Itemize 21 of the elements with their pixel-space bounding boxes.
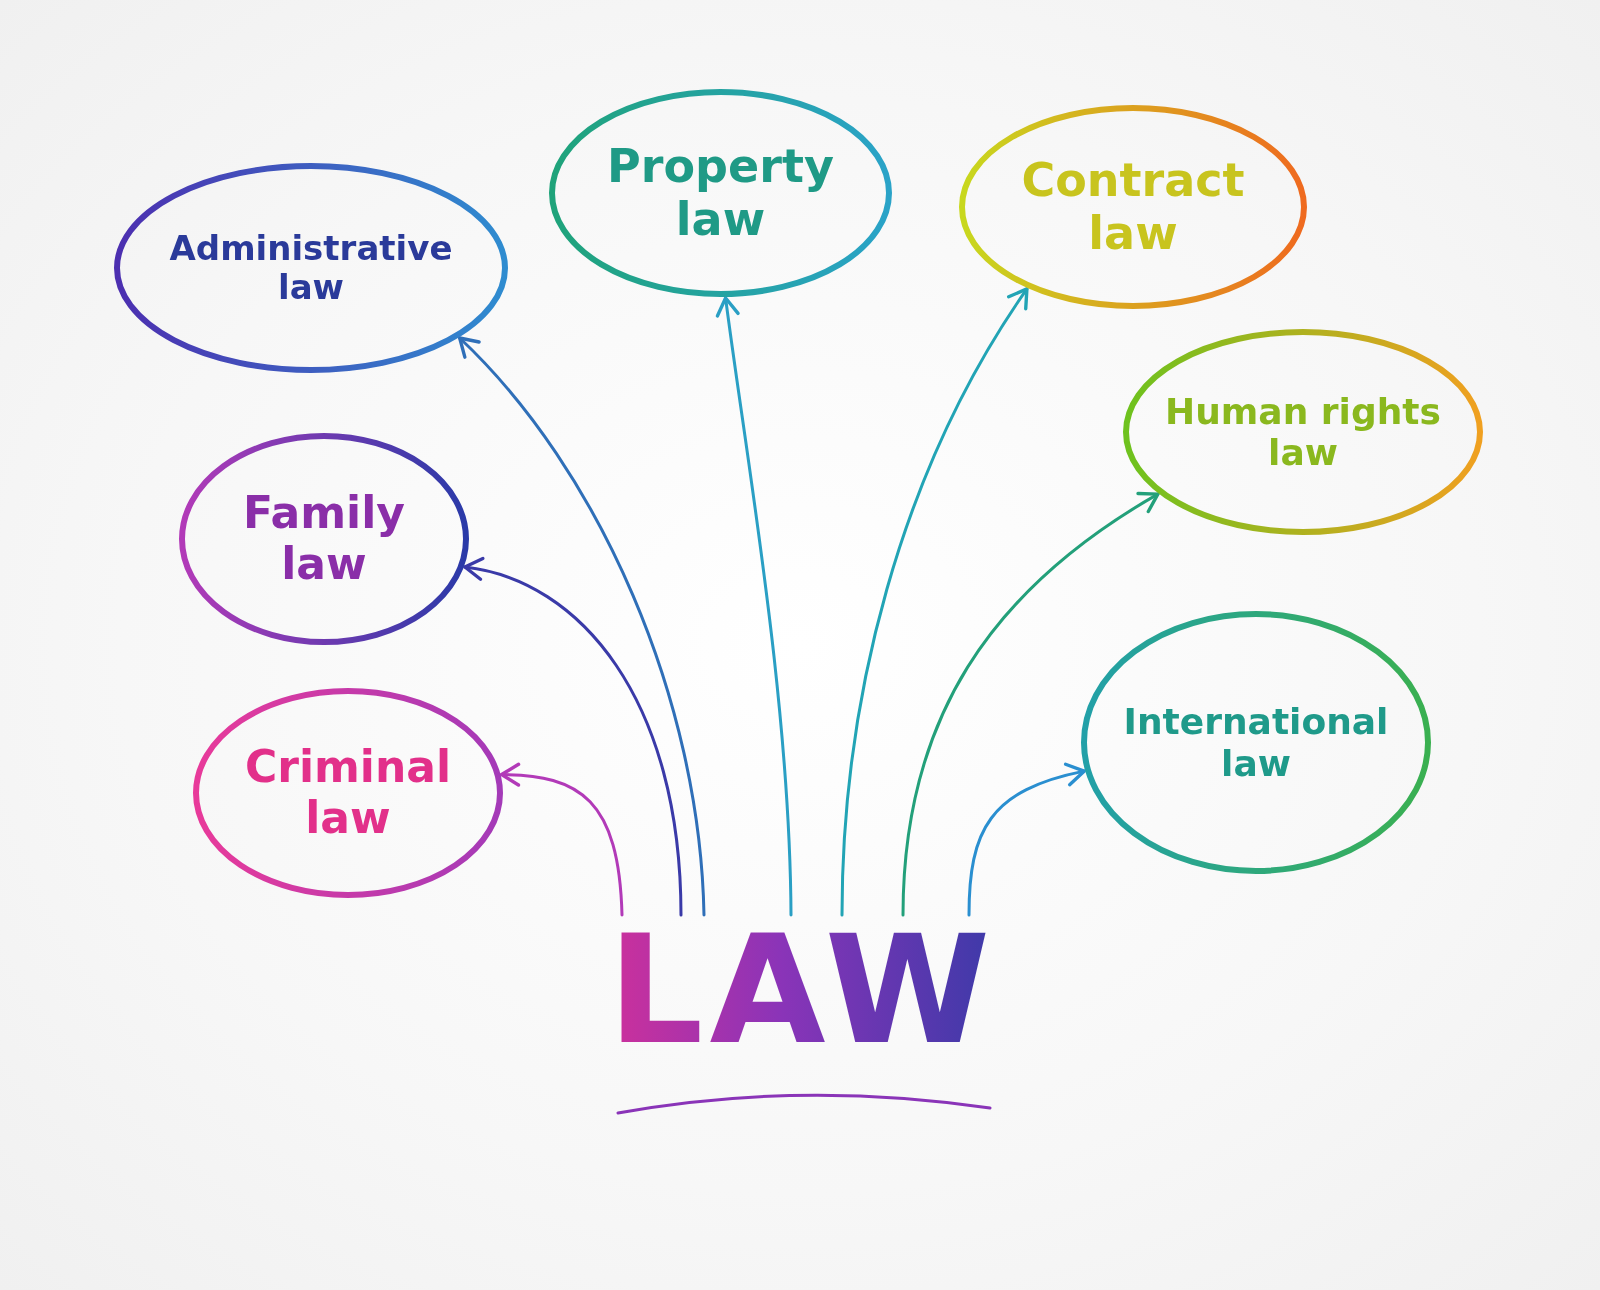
arrow [463,558,683,917]
arrow [499,763,624,917]
arrow [901,492,1160,917]
node-label: International law [1122,701,1390,784]
ellipse-node [178,432,470,646]
ellipse-node [548,88,893,298]
node-label: Contract law [1020,154,1246,260]
arrow [715,296,793,917]
ellipse-node [1122,328,1484,536]
arrow [967,763,1086,917]
node-label: Administrative law [168,228,454,308]
ellipse-node [113,162,509,374]
node-label: Family law [242,488,406,590]
arrow [458,336,706,917]
arrow [840,287,1029,917]
node-label: Criminal law [243,742,453,844]
ellipse-node [192,687,504,899]
node-label: Property law [606,140,835,246]
ellipse-node [1080,610,1432,875]
ellipse-node [958,104,1308,310]
node-label: Human rights law [1164,390,1442,474]
